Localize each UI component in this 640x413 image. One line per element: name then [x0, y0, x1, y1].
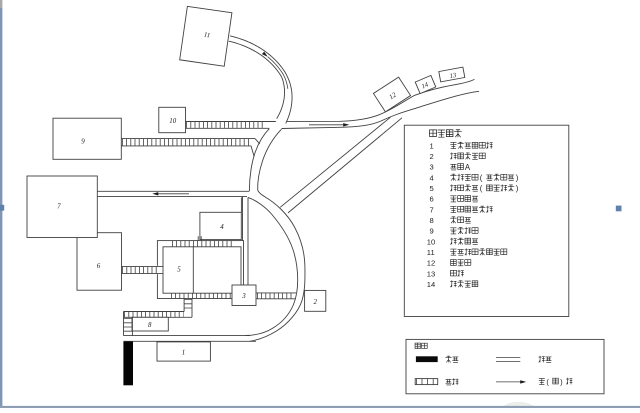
svg-text:3: 3 [430, 163, 434, 172]
svg-text:1: 1 [430, 141, 434, 150]
svg-text:14: 14 [427, 280, 435, 289]
svg-text:9: 9 [430, 227, 434, 236]
svg-text:7: 7 [430, 205, 434, 214]
svg-text:5: 5 [430, 184, 434, 193]
svg-text:6: 6 [97, 263, 101, 270]
svg-text:11: 11 [427, 248, 435, 257]
svg-text:4: 4 [430, 173, 434, 182]
svg-text:(: ( [480, 184, 483, 193]
svg-text:8: 8 [430, 216, 434, 225]
svg-text:): ) [516, 174, 519, 183]
svg-text:): ) [516, 184, 519, 193]
svg-text:): ) [560, 377, 563, 386]
svg-text:9: 9 [81, 138, 85, 145]
svg-text:5: 5 [177, 267, 181, 274]
svg-text:11: 11 [203, 32, 210, 40]
svg-text:13: 13 [449, 72, 457, 80]
svg-text:2: 2 [313, 299, 317, 306]
svg-text:12: 12 [388, 91, 398, 101]
svg-text:14: 14 [421, 81, 430, 90]
svg-text:8: 8 [148, 322, 152, 329]
svg-text:6: 6 [430, 195, 434, 204]
svg-text:1: 1 [182, 349, 185, 356]
svg-text:13: 13 [427, 269, 435, 278]
svg-text:2: 2 [430, 152, 434, 161]
svg-text:7: 7 [57, 203, 61, 210]
svg-text:4: 4 [220, 224, 224, 231]
svg-text:12: 12 [427, 259, 435, 268]
svg-text:(: ( [480, 174, 483, 183]
svg-text:A: A [465, 163, 471, 172]
svg-text:(: ( [546, 377, 549, 386]
svg-text:10: 10 [427, 237, 435, 246]
svg-text:10: 10 [169, 118, 176, 125]
svg-text:3: 3 [241, 293, 246, 300]
